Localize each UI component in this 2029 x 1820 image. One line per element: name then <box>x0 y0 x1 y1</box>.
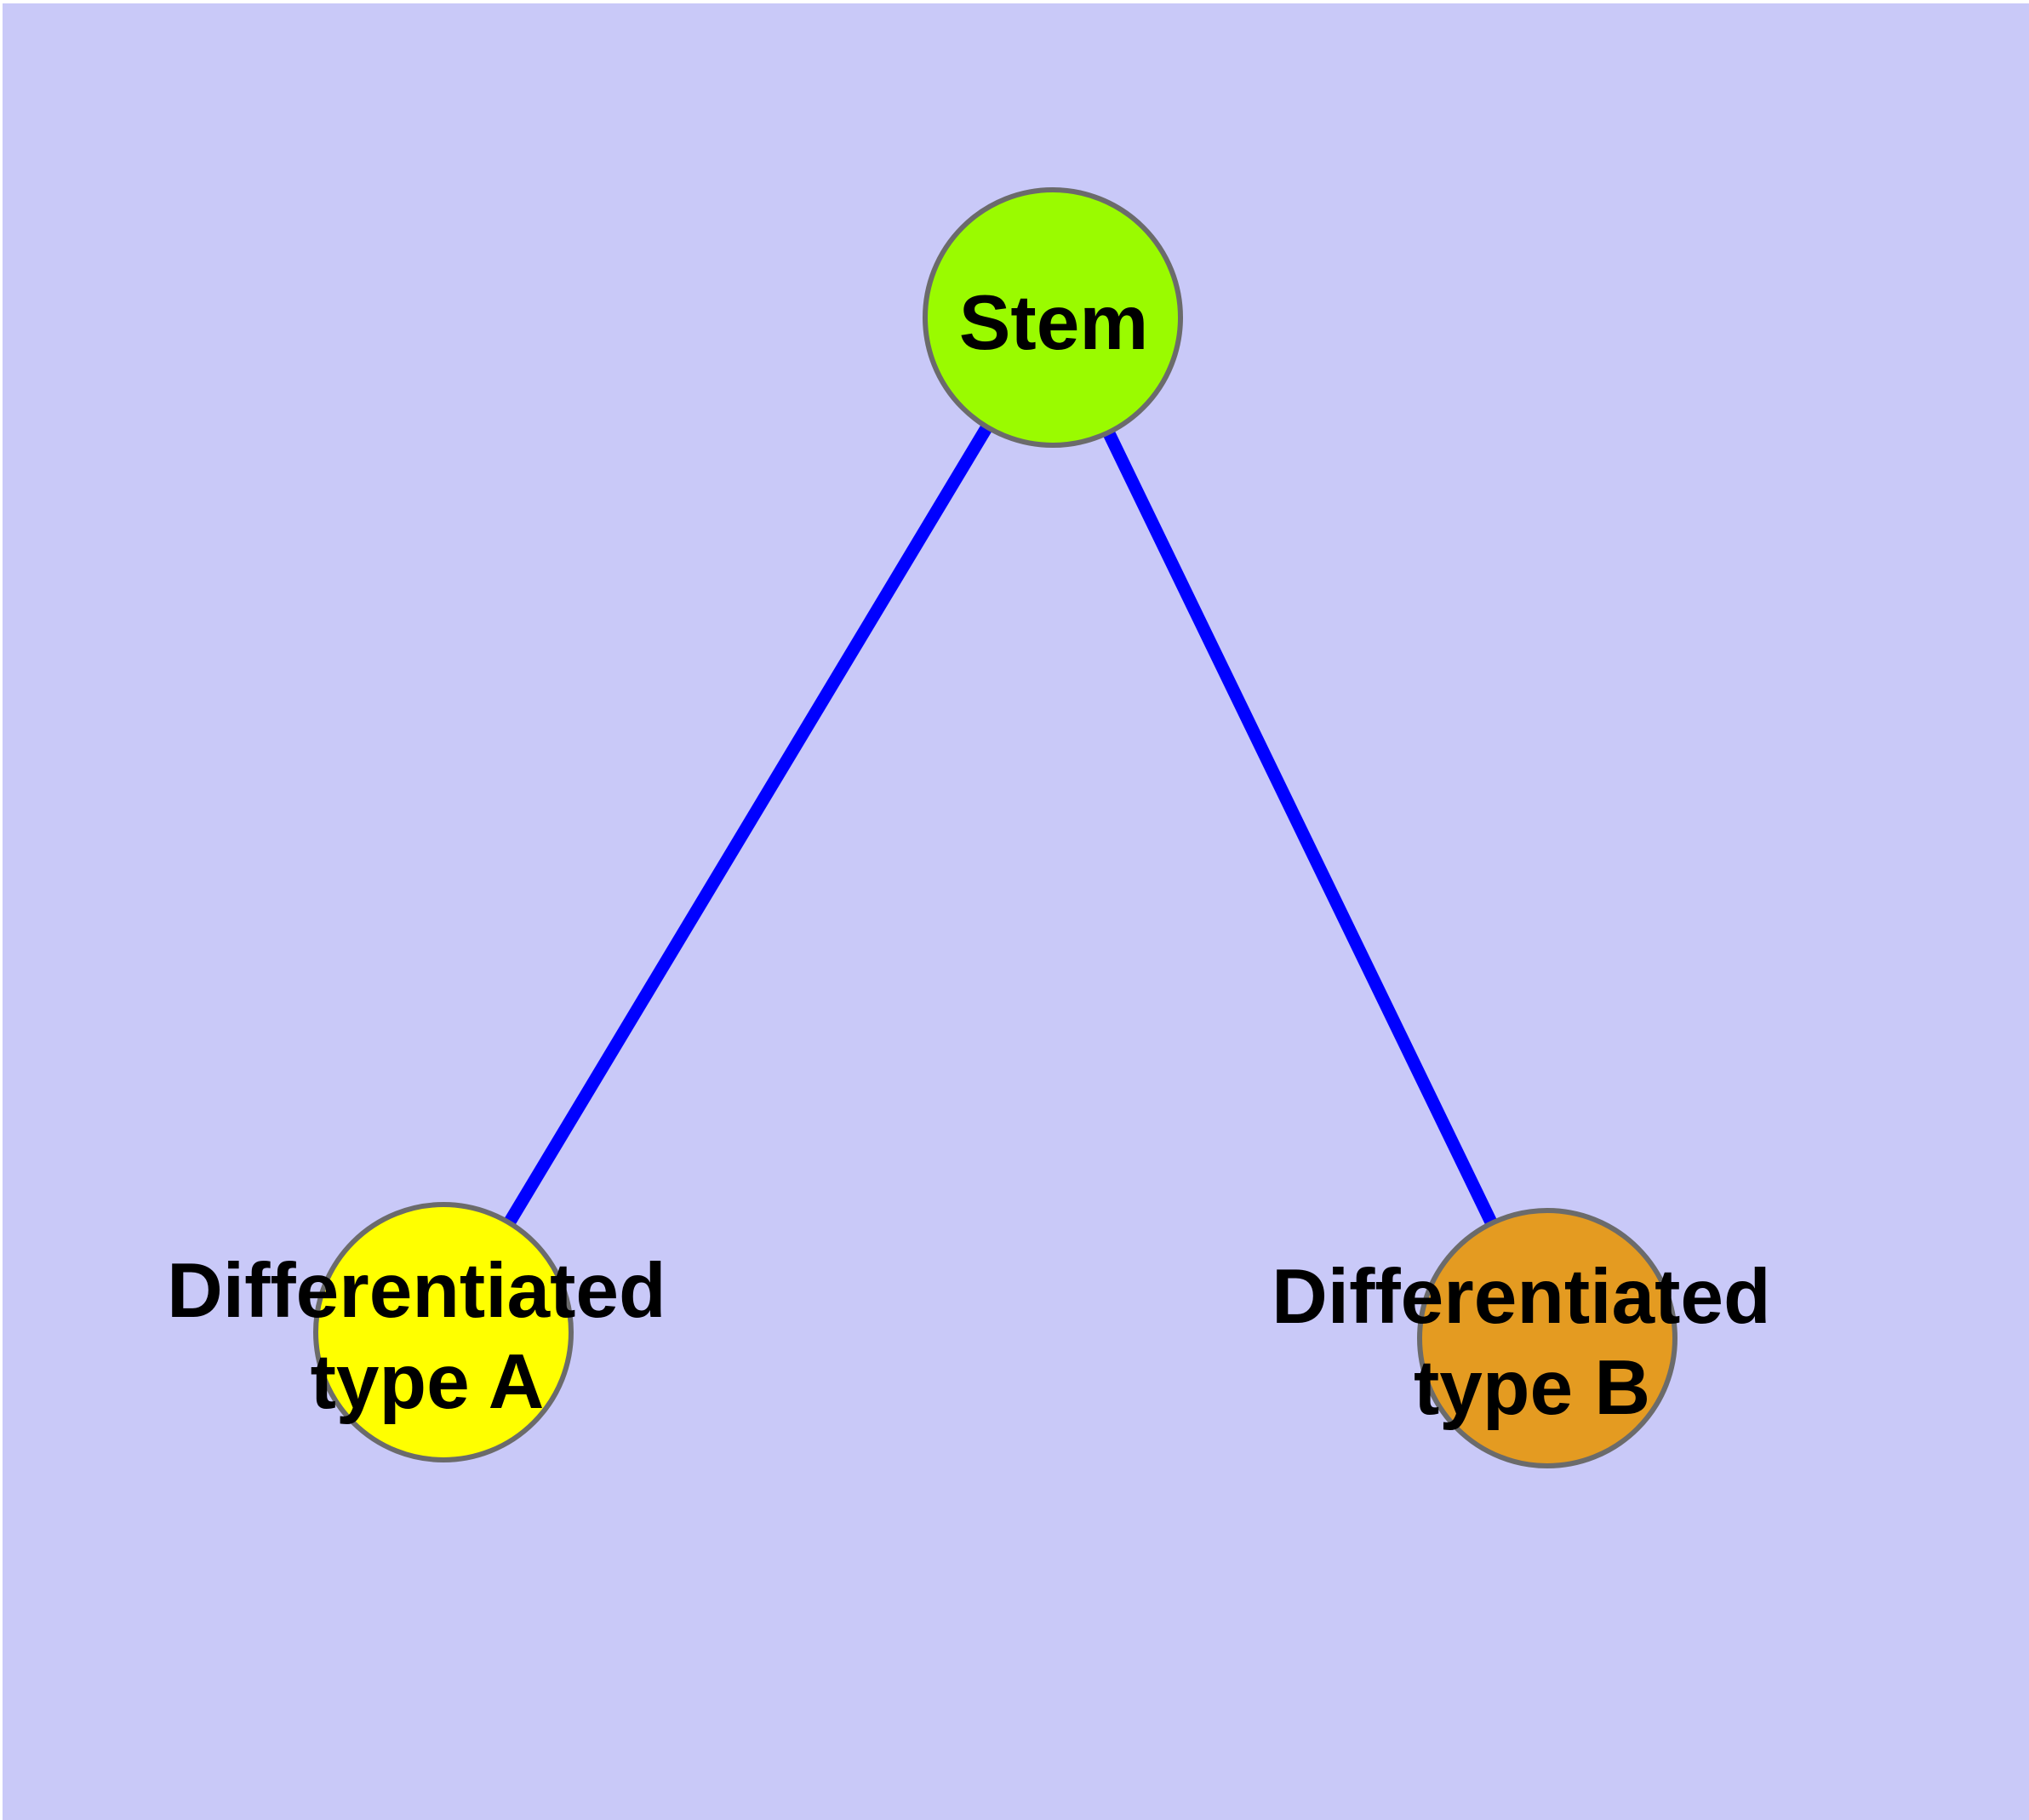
node-differentiated-type-b-label-line1: Differentiated <box>1272 1254 1771 1340</box>
node-differentiated-type-b-circle <box>1417 1208 1677 1468</box>
node-differentiated-type-a-label-line1: Differentiated <box>167 1248 666 1334</box>
node-stem-circle <box>923 187 1183 448</box>
edge-stem-to-type-a <box>437 314 1059 1336</box>
node-differentiated-type-a: Differentiated type A <box>167 1202 688 1462</box>
node-differentiated-type-a-label: Differentiated type A <box>167 1248 688 1425</box>
edge-stem-to-type-b <box>1047 314 1553 1342</box>
node-stem: Stem <box>923 187 1183 448</box>
node-stem-label: Stem <box>959 280 1149 366</box>
node-differentiated-type-b: Differentiated type B <box>1272 1208 1792 1468</box>
node-differentiated-type-a-circle <box>313 1202 574 1462</box>
node-differentiated-type-b-label: Differentiated type B <box>1272 1254 1792 1431</box>
node-differentiated-type-a-label-line2: type A <box>311 1339 545 1425</box>
node-differentiated-type-b-label-line2: type B <box>1414 1345 1650 1431</box>
